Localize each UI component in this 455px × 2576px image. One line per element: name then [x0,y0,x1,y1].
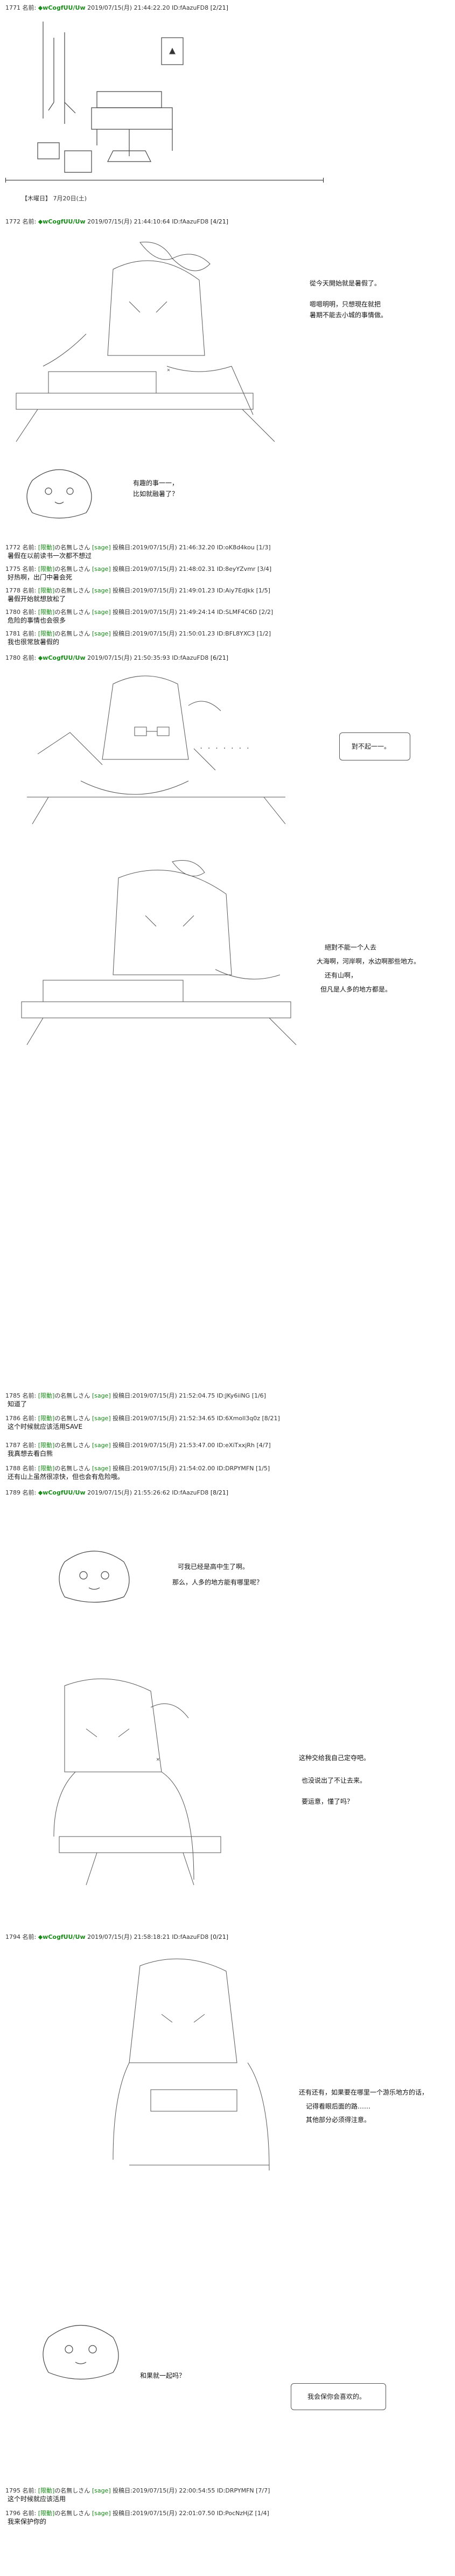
dialog-line: 记得看眼后面的路…… [306,2103,371,2110]
post-header: 1771 名前: ◆wCogfUU/Uw 2019/07/15(月) 21:44… [5,4,228,11]
reply-body: 这个时候就应该活用 [8,2495,66,2503]
divider-cap [323,178,324,183]
reply-header: 1781 名前: [限動]の名無しさん [sage] 投稿日:2019/07/1… [5,630,271,637]
dialog-line: 还有山啊， [325,972,358,979]
ascii-art-girl-sitting [97,1955,302,2192]
ascii-art-girl-bow [11,856,312,1050]
dialog-line: 嗯嗯明明，只想現在就把 [310,301,381,308]
dialog-line: 有趣的事一一， [133,479,179,487]
dialog-line: 和果就一起吗？ [140,2372,186,2379]
reply-header: 1786 名前: [限動]の名無しさん [sage] 投稿日:2019/07/1… [5,1415,280,1422]
dialog-line: 这种交给我自己定夺吧。 [299,1754,370,1762]
speech-box-text: 對不起一一。 [352,743,391,750]
post-header: 1780 名前: ◆wCogfUU/Uw 2019/07/15(月) 21:50… [5,654,229,661]
dialog-line: 还有还有，如果要在哪里一个游乐地方的话， [299,2089,429,2096]
reply-header: 1785 名前: [限動]の名無しさん [sage] 投稿日:2019/07/1… [5,1392,266,1399]
svg-text:×: × [167,367,170,373]
dialog-line: 但凡是人多的地方都是。 [320,986,392,993]
svg-text:. . . . . . .: . . . . . . . [199,743,250,750]
speech-box: 對不起一一。 [339,732,410,760]
reply-header: 1778 名前: [限動]の名無しさん [sage] 投稿日:2019/07/1… [5,587,270,594]
reply-body: 我也很常放暑假的 [8,638,60,646]
dialog-line: 絕對不能一个人去 [325,944,377,951]
reply-body: 暑假开始就想放松了 [8,595,66,603]
ascii-art-two-characters: . . . . . . . [16,673,296,829]
reply-header: 1772 名前: [限動]の名無しさん [sage] 投稿日:2019/07/1… [5,544,271,551]
reply-body: 我来保护你的 [8,2518,47,2525]
post-header: 1794 名前: ◆wCogfUU/Uw 2019/07/15(月) 21:58… [5,1933,229,1940]
ascii-art-girl-desk: × [5,237,291,447]
dialog-line: 要运意，懂了吗？ [302,1798,354,1805]
dialog-line: 可我已经是高中生了啊。 [178,1563,249,1570]
dialog-line: 那么，人多的地方能有哪里呢？ [172,1579,263,1586]
dialog-line: 也没说出了不让去来。 [302,1777,367,1784]
ascii-art-yukkuri-face [38,2316,124,2386]
dialog-line: 其他部分必须得注意。 [306,2116,371,2124]
reply-header: 1788 名前: [限動]の名無しさん [sage] 投稿日:2019/07/1… [5,1465,270,1472]
reply-header: 1775 名前: [限動]の名無しさん [sage] 投稿日:2019/07/1… [5,566,272,573]
reply-body: 好热啊，出门中暑会死 [8,574,73,581]
reply-body: 危险的事情也会很多 [8,617,66,624]
post-header: 1772 名前: ◆wCogfUU/Uw 2019/07/15(月) 21:44… [5,218,229,225]
dialog-line: 暑期不能去小城的事情做。 [310,311,388,319]
reply-body: 暑假在以前读书一次都不想过 [8,552,92,560]
ascii-art-yukkuri-face [54,1546,135,1610]
divider-cap [5,178,6,183]
post-header: 1789 名前: ◆wCogfUU/Uw 2019/07/15(月) 21:55… [5,1489,229,1496]
reply-header: 1796 名前: [限動]の名無しさん [sage] 投稿日:2019/07/1… [5,2510,269,2517]
reply-header: 1780 名前: [限動]の名無しさん [sage] 投稿日:2019/07/1… [5,609,274,616]
reply-body: 我真想去看白熊 [8,1450,53,1457]
reply-body: 这个时候就应该活用SAVE [8,1423,83,1430]
reply-body: 知道了 [8,1400,27,1408]
dialog-line: 大海啊，河岸啊，水边啊那些地方。 [317,958,421,965]
ascii-art-room [32,16,258,178]
reply-header: 1787 名前: [限動]の名無しさん [sage] 投稿日:2019/07/1… [5,1442,271,1449]
speech-box: 我会保你会喜欢的。 [291,2383,386,2410]
reply-body: 还有山上虽然很凉快，但也会有危险哦。 [8,1473,124,1481]
svg-text:×: × [156,1756,160,1763]
ascii-art-yukkuri-face [22,464,97,523]
reply-header: 1795 名前: [限動]の名無しさん [sage] 投稿日:2019/07/1… [5,2487,270,2494]
date-line: 【木曜日】 7月20日(土) [22,195,87,202]
ascii-art-girl-pointing: × [43,1675,280,1890]
dialog-line: 從今天開始就是暑假了。 [310,280,381,287]
dialog-line: 比如就融暑了？ [133,490,179,498]
speech-box-text: 我会保你会喜欢的。 [307,2393,366,2400]
